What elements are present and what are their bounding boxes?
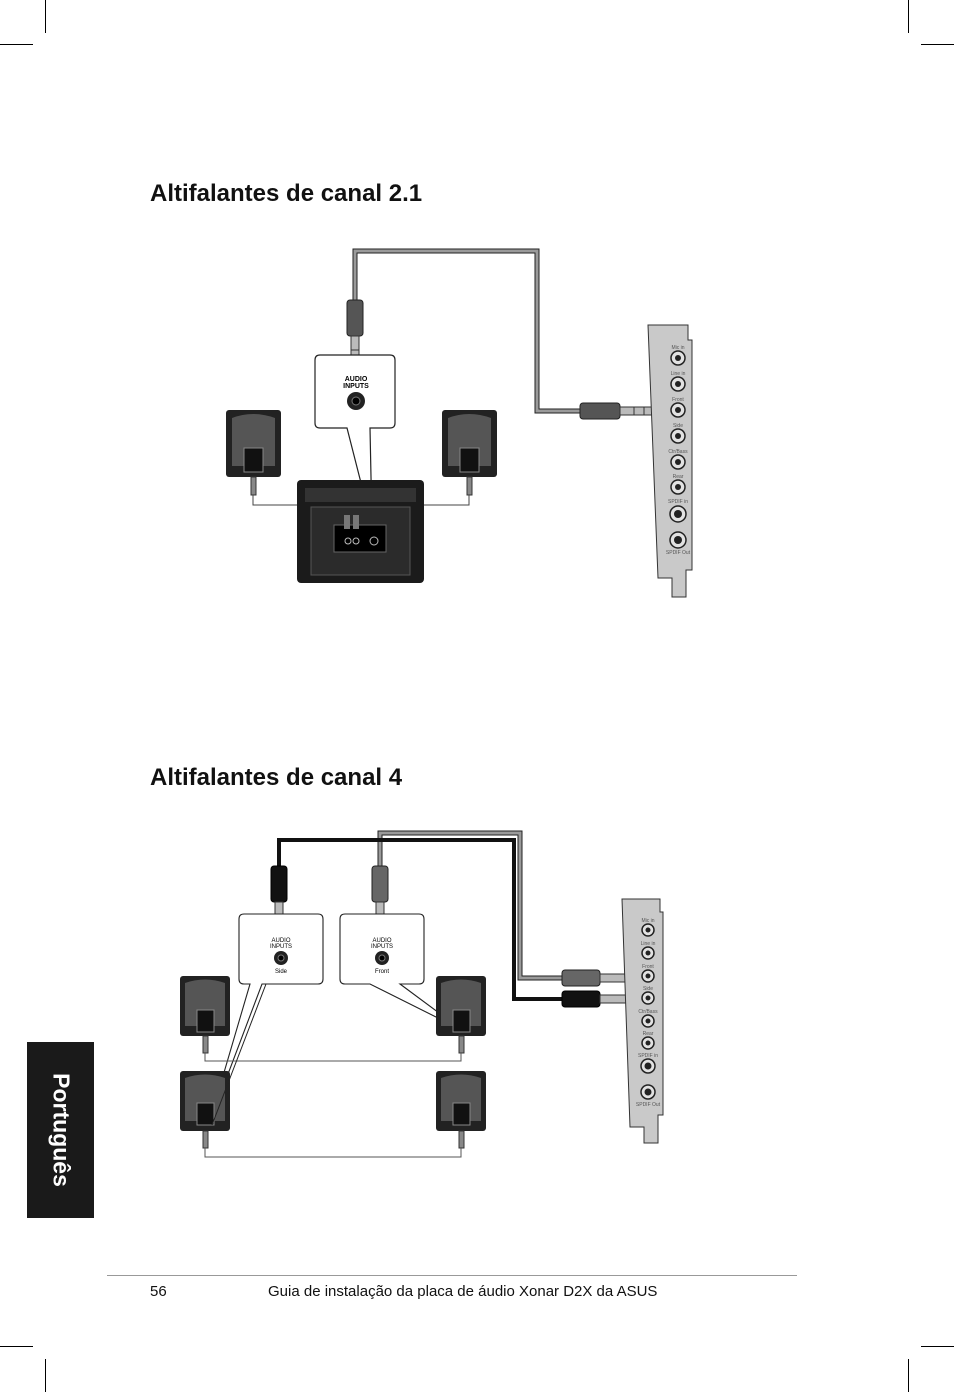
audio-inputs-callout-front: AUDIO INPUTS Front (339, 913, 463, 1031)
audio-label: AUDIO (271, 938, 290, 944)
crop-mark (45, 0, 46, 33)
subwoofer (297, 480, 424, 583)
jack-label: Line in (671, 371, 686, 377)
jack-label: Rear (643, 1031, 654, 1037)
language-tab-label: Português (48, 1073, 74, 1187)
audio-plug (561, 969, 629, 987)
jack-label: Side (643, 986, 653, 992)
sound-card-bracket: Mic in Line in Front Side Ctr/Bass Rear … (621, 898, 664, 1144)
inputs-label: INPUTS (343, 383, 369, 390)
jack-label: SPDIF in (668, 499, 688, 505)
footer-divider (107, 1275, 797, 1276)
crop-mark (45, 1359, 46, 1392)
crop-mark (921, 44, 954, 45)
jack-label: Front (642, 964, 654, 970)
section-title-2-1: Altifalantes de canal 2.1 (150, 180, 423, 207)
speaker-rear-left (180, 1071, 230, 1149)
jack-label: Mic in (671, 345, 684, 351)
audio-plug (579, 402, 653, 420)
crop-mark (0, 44, 33, 45)
sound-card-bracket: Mic in Line in Front Side Ctr/Bass Rear … (647, 324, 693, 598)
diagram-4-channel: AUDIO INPUTS Side AUDIO INPUTS Front (180, 830, 664, 1158)
audio-label: AUDIO (345, 376, 368, 383)
jack-label: Front (672, 397, 684, 403)
page-number: 56 (150, 1283, 167, 1300)
speaker-front-right (436, 976, 486, 1054)
audio-inputs-callout: AUDIO INPUTS (314, 354, 396, 527)
speaker-rear-right (436, 1071, 486, 1149)
audio-label: AUDIO (372, 938, 391, 944)
jack-label: Side (673, 423, 683, 429)
speaker-left (226, 410, 281, 496)
jack-label: Ctr/Bass (668, 449, 688, 455)
jack-label: SPDIF Out (666, 550, 691, 556)
side-label: Side (275, 969, 288, 975)
inputs-label: INPUTS (371, 944, 393, 950)
jack-label: Rear (673, 474, 684, 480)
crop-mark (908, 1359, 909, 1392)
jack-label: Mic in (641, 918, 654, 924)
audio-inputs-callout-side: AUDIO INPUTS Side (207, 913, 324, 1128)
language-tab: Português (27, 1042, 94, 1218)
audio-cable (352, 248, 585, 414)
audio-cable-front (377, 830, 565, 981)
diagram-2-1-channel: AUDIO INPUTS (226, 248, 693, 598)
footer-text: Guia de instalação da placa de áudio Xon… (268, 1283, 658, 1300)
crop-mark (908, 0, 909, 33)
jack-label: Line in (641, 941, 656, 947)
audio-cable-side (277, 838, 565, 1001)
section-title-4-channel: Altifalantes de canal 4 (150, 764, 403, 791)
jack-label: SPDIF in (638, 1053, 658, 1059)
jack-label: SPDIF Out (636, 1102, 661, 1108)
front-label: Front (375, 969, 389, 975)
crop-mark (0, 1346, 33, 1347)
inputs-label: INPUTS (270, 944, 292, 950)
jack-label: Ctr/Bass (638, 1009, 658, 1015)
crop-mark (921, 1346, 954, 1347)
speaker-front-left (180, 976, 230, 1054)
audio-plug (561, 990, 629, 1008)
speaker-right (442, 410, 497, 496)
